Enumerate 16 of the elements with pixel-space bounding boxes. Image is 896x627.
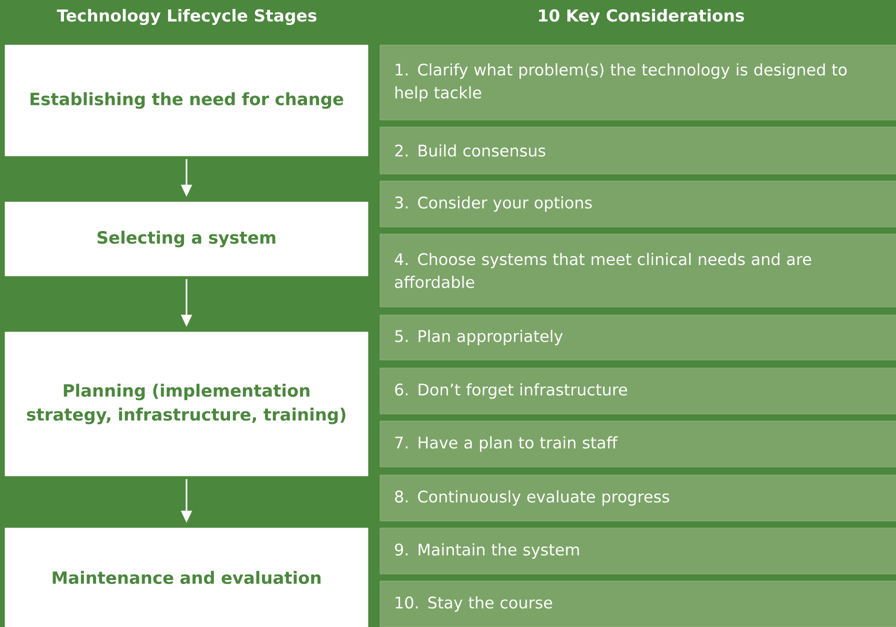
stage-box: Selecting a system [4,202,368,276]
consideration-box: 4. Choose systems that meet clinical needs and are affordable [380,234,896,308]
consideration-box: 2. Build consensus [380,126,896,174]
consideration-box: 10. Stay the course [380,580,896,627]
consideration-box: 1. Clarify what problem(s) the technology is designed to help tackle [380,44,896,120]
stage-box: Establishing the need for change [4,44,368,156]
consideration-box: 8. Continuously evaluate progress [380,474,896,522]
consideration-box: 7. Have a plan to train staff [380,420,896,468]
stage-box: Maintenance and evaluation [4,528,368,627]
stage-box: Planning (implementation strategy, infrastructure, training) [4,332,368,476]
column-heading: Technology Lifecycle Stages [56,8,316,25]
column-heading: 10 Key Considerations [539,8,744,25]
consideration-box: 3. Consider your options [380,180,896,228]
consideration-box: 6. Don’t forget infrastructure [380,368,896,414]
consideration-box: 9. Maintain the system [380,528,896,574]
consideration-box: 5. Plan appropriately [380,314,896,360]
